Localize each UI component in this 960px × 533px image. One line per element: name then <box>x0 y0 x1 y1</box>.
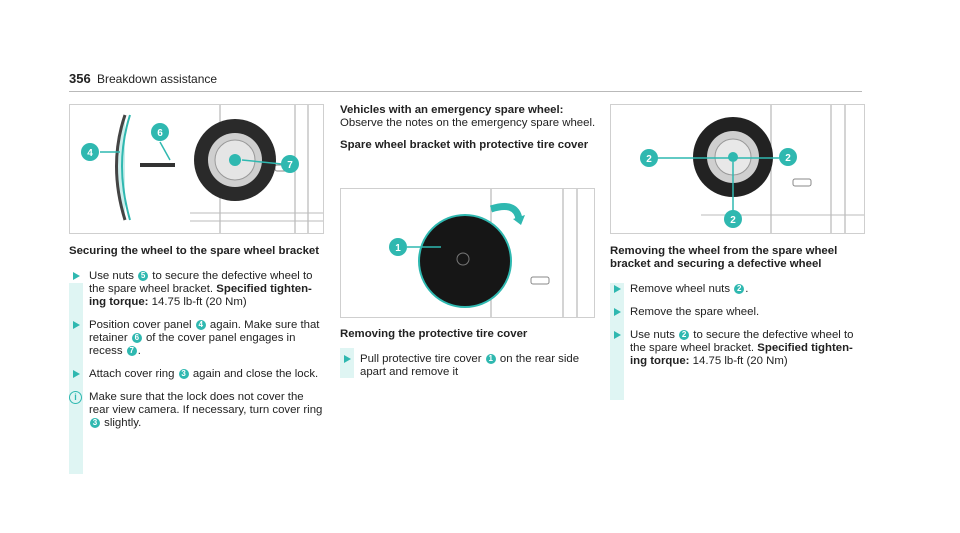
step: Remove wheel nuts 2. <box>610 283 868 296</box>
step: Attach cover ring 3 again and close the … <box>69 368 327 381</box>
step-arrow-icon <box>614 331 621 339</box>
callout-badge: 1 <box>389 238 407 256</box>
step: Position cover panel 4 again. Make sure … <box>69 319 327 358</box>
column-2: Vehicles with an emergency spare wheel: … <box>340 104 598 164</box>
spare-wheel-nuts-illustration: 2 2 2 <box>611 105 864 233</box>
step-arrow-icon <box>73 272 80 280</box>
callout-1-badge: 1 <box>485 354 496 364</box>
callout-2-badge: 2 <box>734 284 745 294</box>
protective-cover-illustration: 1 <box>341 189 594 317</box>
figure-spare-wheel-nuts: 2 2 2 <box>610 104 865 234</box>
callout-7-badge: 7 <box>126 346 137 356</box>
step-arrow-icon <box>73 370 80 378</box>
step: Pull protective tire cover 1 on the rear… <box>340 353 598 379</box>
callout-badge: 2 <box>724 210 742 228</box>
callout-label: 1 <box>395 243 401 254</box>
figure-wheel-cover-panel: 4 6 7 <box>69 104 324 234</box>
column-3: Removing the wheel from the spare wheel … <box>610 245 868 400</box>
callout-label: 2 <box>785 153 791 164</box>
heading-removing-cover: Removing the protective tire cover <box>340 328 528 340</box>
callout-6-badge: 6 <box>131 333 142 343</box>
note: i Make sure that the lock does not cover… <box>69 391 327 430</box>
paragraph-notes: Observe the notes on the emergency spare… <box>340 117 596 129</box>
info-icon: i <box>69 391 82 404</box>
step-arrow-icon <box>614 308 621 316</box>
callout-badge: 7 <box>281 155 299 173</box>
step-arrow-icon <box>614 285 621 293</box>
heading-emergency-spare: Vehicles with an emergency spare wheel: <box>340 104 564 116</box>
column-1: Securing the wheel to the spare wheel br… <box>69 245 327 474</box>
step: Use nuts 5 to secure the defective wheel… <box>69 270 327 309</box>
step-bar <box>69 283 83 474</box>
heading-spare-bracket: Spare wheel bracket with protective tire… <box>340 139 589 151</box>
column-2-lower: Removing the protective tire cover Pull … <box>340 328 598 389</box>
callout-4-badge: 4 <box>195 320 206 330</box>
figure-protective-cover: 1 <box>340 188 595 318</box>
heading-securing-wheel: Securing the wheel to the spare wheel br… <box>69 245 320 257</box>
step: Remove the spare wheel. <box>610 306 868 319</box>
callout-label: 2 <box>646 154 652 165</box>
heading-removing-wheel: Removing the wheel from the spare wheel … <box>610 245 838 270</box>
callout-2-badge: 2 <box>679 330 690 340</box>
callout-5-badge: 5 <box>138 271 149 281</box>
step-arrow-icon <box>344 355 351 363</box>
callout-label: 2 <box>730 215 736 226</box>
section-title: Breakdown assistance <box>97 72 218 86</box>
callout-badge: 2 <box>779 148 797 166</box>
wheel-cover-illustration: 4 6 7 <box>70 105 323 233</box>
page-header: 356 Breakdown assistance <box>69 71 862 92</box>
callout-label: 4 <box>87 148 93 159</box>
page-number: 356 <box>69 71 91 86</box>
callout-3-badge: 3 <box>90 418 100 428</box>
step: Use nuts 2 to secure the defective wheel… <box>610 329 868 368</box>
callout-badge: 6 <box>151 123 169 141</box>
callout-3-badge: 3 <box>178 369 189 379</box>
callout-badge: 2 <box>640 149 658 167</box>
callout-label: 7 <box>287 160 293 171</box>
callout-badge: 4 <box>81 143 99 161</box>
callout-label: 6 <box>157 128 163 139</box>
step-arrow-icon <box>73 321 80 329</box>
